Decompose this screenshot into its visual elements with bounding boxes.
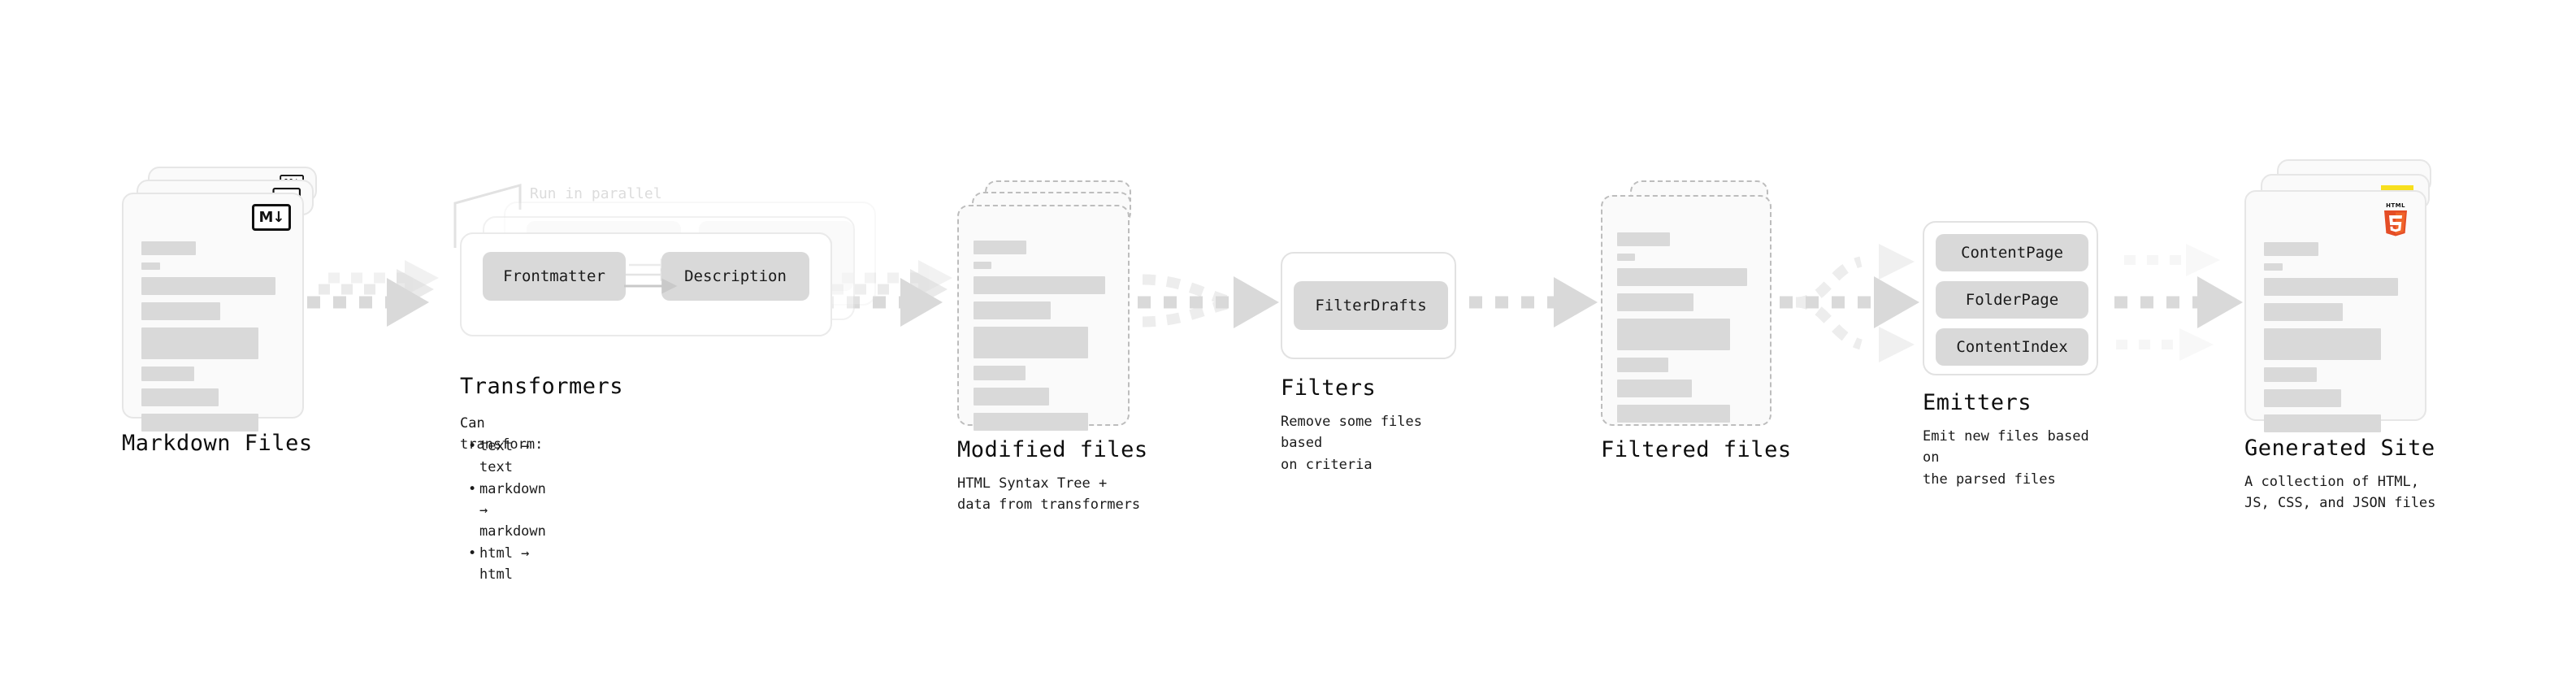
card-line [974, 301, 1051, 319]
list-item: text → text [466, 436, 546, 479]
card-line [141, 327, 259, 359]
stage-generated-site: CSS HTML [2244, 159, 2456, 511]
card-line [1617, 232, 1670, 246]
markdown-icon: M↓ [252, 204, 291, 231]
card-line [141, 414, 259, 432]
stage-title-markdown-files: Markdown Files [122, 431, 313, 456]
card-line [141, 302, 220, 320]
chip-frontmatter[interactable]: Frontmatter [483, 252, 626, 301]
stage-subtitle-modified-files: HTML Syntax Tree + data from transformer… [957, 475, 1141, 514]
stage-markdown-files: M↓ M↓ M↓ Markdown Files [122, 167, 333, 456]
card-line [974, 413, 1089, 431]
card-line [2264, 389, 2342, 407]
site-card-lines [2264, 242, 2407, 432]
connector-modified-to-filters [1138, 274, 1279, 328]
chip-description-label: Description [684, 267, 787, 285]
markdown-icon-label: M↓ [258, 208, 285, 226]
html5-icon: HTML [2379, 200, 2412, 237]
markdown-card-lines [141, 241, 284, 432]
modified-card-front [957, 205, 1130, 431]
chip-filterdrafts-label: FilterDrafts [1315, 297, 1427, 314]
stage-title-transformers: Transformers [460, 374, 624, 399]
card-line [974, 366, 1026, 380]
stage-title-filters: Filters [1281, 375, 1377, 401]
chip-description[interactable]: Description [661, 252, 809, 301]
card-line [2264, 328, 2382, 360]
card-line [1617, 319, 1731, 350]
list-item: markdown → markdown [466, 479, 546, 543]
card-line [1617, 405, 1731, 423]
card-line [974, 262, 992, 269]
chip-contentpage[interactable]: ContentPage [1936, 234, 2088, 271]
stage-subtitle-filters: Remove some files based on criteria [1281, 414, 1422, 473]
connector-filters-to-filtered [1469, 277, 1598, 327]
transformers-box: Frontmatter Description [460, 232, 832, 336]
card-line [2264, 263, 2283, 271]
stage-title-modified-files: Modified files [957, 437, 1148, 462]
card-line [974, 241, 1027, 254]
stage-filters: FilterDrafts Filters Remove some files b… [1281, 252, 1456, 473]
filters-box: FilterDrafts [1281, 252, 1456, 359]
emitters-box: ContentPage FolderPage ContentIndex [1923, 221, 2098, 375]
transformers-capability-list: text → text markdown → markdown html → h… [466, 436, 546, 585]
card-line [1617, 293, 1693, 311]
list-item: html → html [466, 543, 546, 586]
card-line [1617, 380, 1692, 397]
chip-contentindex[interactable]: ContentIndex [1936, 328, 2088, 366]
card-line [2264, 303, 2343, 321]
chip-folderpage[interactable]: FolderPage [1936, 281, 2088, 319]
card-line [974, 327, 1089, 358]
connector-filtered-to-emitters [1780, 244, 1919, 362]
card-line [141, 367, 195, 381]
chip-filterdrafts[interactable]: FilterDrafts [1294, 281, 1448, 330]
card-line [1617, 254, 1636, 261]
stage-title-generated-site: Generated Site [2244, 436, 2435, 461]
card-line [1617, 268, 1747, 286]
card-line [1617, 358, 1668, 372]
connector-emitters-to-site [2114, 244, 2243, 361]
inner-arrows [624, 258, 678, 294]
stage-title-filtered-files: Filtered files [1601, 437, 1792, 462]
filtered-card-lines [1617, 232, 1755, 423]
chip-folderpage-label: FolderPage [1965, 291, 2059, 309]
stage-subtitle-emitters: Emit new files based on the parsed files [1923, 428, 2089, 488]
markdown-card-front: M↓ [122, 193, 304, 432]
card-line [141, 388, 219, 406]
card-line [2264, 278, 2399, 296]
stage-filtered-files: Filtered files [1601, 180, 1796, 462]
stage-subtitle-generated-site: A collection of HTML, JS, CSS, and JSON … [2244, 474, 2436, 512]
card-line [974, 388, 1049, 406]
stage-emitters: ContentPage FolderPage ContentIndex Emit… [1923, 221, 2098, 488]
card-line [2264, 414, 2382, 432]
stage-modified-files: Modified files HTML Syntax Tree + data f… [957, 180, 1152, 513]
modified-card-lines [974, 241, 1113, 431]
card-line [2264, 242, 2318, 256]
card-line [141, 241, 196, 255]
chip-contentpage-label: ContentPage [1961, 244, 2063, 262]
chip-contentindex-label: ContentIndex [1956, 338, 2068, 356]
filtered-card-front [1601, 195, 1772, 426]
card-line [141, 262, 160, 270]
card-line [974, 276, 1105, 294]
site-card-front: HTML [2244, 190, 2426, 432]
card-line [141, 277, 276, 295]
chip-frontmatter-label: Frontmatter [503, 267, 605, 285]
parallel-annotation: Run in parallel [530, 185, 662, 202]
stage-title-emitters: Emitters [1923, 390, 2032, 415]
svg-text:HTML: HTML [2386, 202, 2405, 209]
card-line [2264, 367, 2318, 382]
